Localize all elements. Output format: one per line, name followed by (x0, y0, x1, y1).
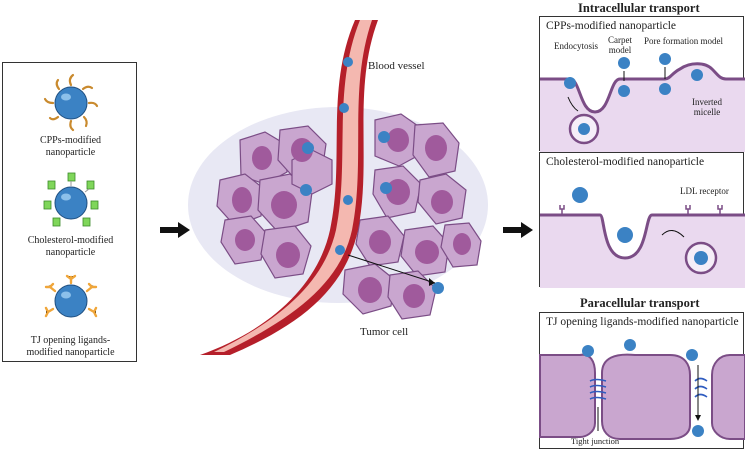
tumor-tissue-illustration (188, 20, 488, 355)
blood-vessel-label: Blood vessel (368, 60, 425, 72)
ldl-receptor-label: LDL receptor (680, 186, 729, 196)
cholesterol-nanoparticle-icon (43, 172, 99, 227)
paracellular-title: Paracellular transport (580, 296, 700, 310)
arrow-right-icon-2 (503, 222, 533, 238)
pore-formation-label: Pore formation model (644, 36, 723, 46)
tight-junction-label: Tight junction (571, 436, 620, 446)
inverted-micelle-label: Inverted micelle (692, 97, 722, 118)
legend-label-cholesterol: Cholesterol-modified nanoparticle (27, 235, 114, 258)
cpp-panel: CPPs-modified nanoparticle Endocytosis C… (539, 16, 745, 152)
intracellular-title: Intracellular transport (578, 1, 700, 15)
cholesterol-panel: Cholesterol-modified nanoparticle LDL re… (539, 152, 745, 288)
cpp-nanoparticle-icon (43, 73, 99, 132)
tj-panel: TJ opening ligands-modified nanoparticle… (539, 312, 745, 449)
legend-label-tj: TJ opening ligands- modified nanoparticl… (26, 335, 115, 358)
tight-junction-illustration (539, 339, 745, 440)
tumor-cell-label: Tumor cell (360, 326, 409, 338)
arrow-right-icon (160, 222, 190, 238)
ldl-membrane-illustration (540, 187, 745, 288)
legend-label-cpp: CPPs-modified nanoparticle (39, 135, 102, 158)
legend-box: CPPs-modified nanoparticle Cholesterol-m… (2, 62, 137, 362)
endocytosis-label: Endocytosis (554, 41, 598, 51)
tj-ligand-nanoparticle-icon (44, 274, 98, 318)
cholesterol-panel-title: Cholesterol-modified nanoparticle (546, 156, 705, 168)
carpet-model-label: Carpet model (608, 35, 632, 56)
membrane-illustration (540, 53, 745, 152)
tj-panel-title: TJ opening ligands-modified nanoparticle (546, 316, 739, 328)
cpp-panel-title: CPPs-modified nanoparticle (546, 20, 676, 32)
